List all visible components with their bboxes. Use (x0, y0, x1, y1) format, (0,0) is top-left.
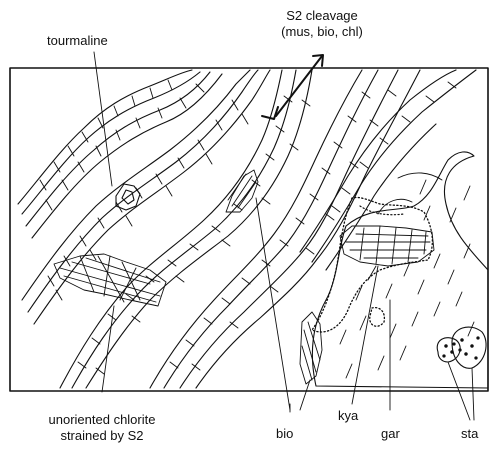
biotite-grain-upper (226, 170, 290, 410)
cleavage-label-line1: S2 cleavage (248, 8, 396, 23)
unoriented-chlorite (54, 254, 166, 392)
mica-band-upper-left (18, 70, 222, 238)
kyanite-grain (340, 226, 434, 404)
mica-band-upper-right (300, 70, 476, 270)
staurolite-label: sta (461, 426, 478, 441)
biotite-grain-lower (300, 312, 322, 410)
staurolite-grain-1 (437, 338, 470, 420)
tourmaline-label: tourmaline (47, 33, 108, 48)
cleavage-label-line2: (mus, bio, chl) (248, 24, 396, 39)
tourmaline-grain (94, 52, 140, 210)
garnet-label: gar (381, 426, 400, 441)
chlorite-label-line1: unoriented chlorite (18, 412, 186, 427)
kyanite-label: kya (338, 408, 358, 423)
biotite-label: bio (276, 426, 293, 441)
chlorite-label-line2: strained by S2 (18, 428, 186, 443)
